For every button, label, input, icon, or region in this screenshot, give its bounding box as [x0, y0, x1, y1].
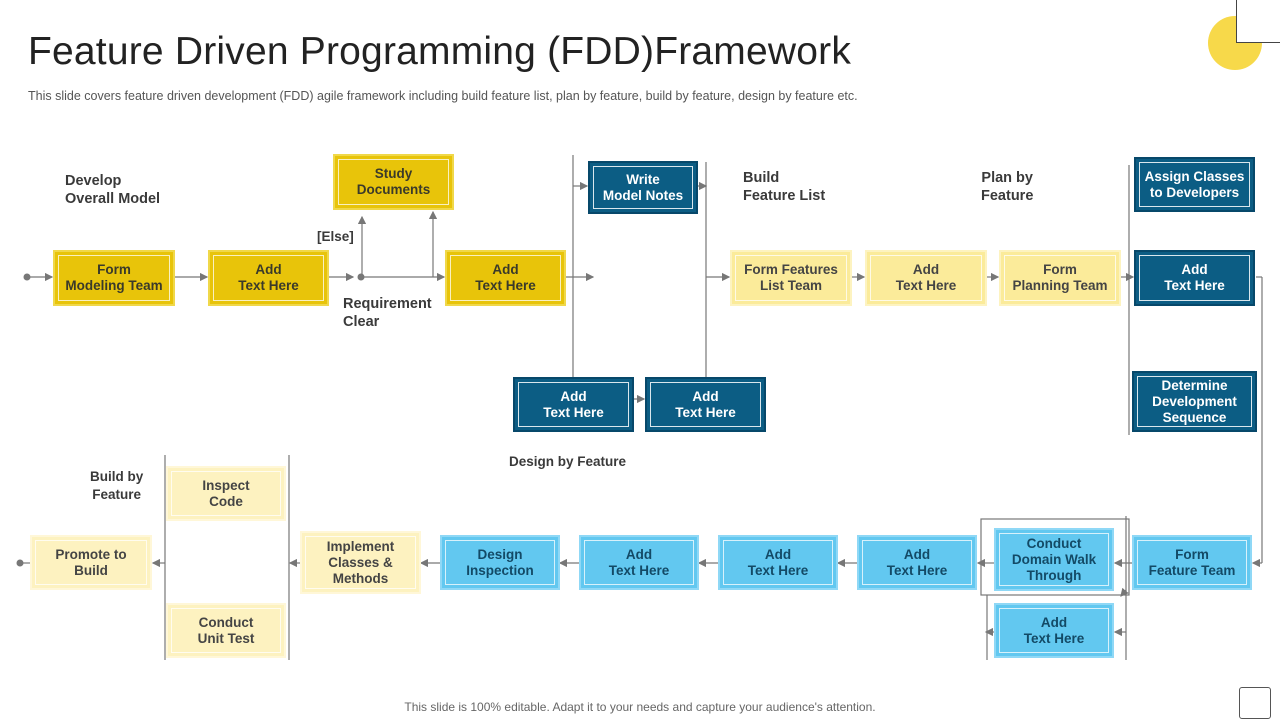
box-design-inspection: Design Inspection — [440, 535, 560, 590]
slide-title: Feature Driven Programming (FDD)Framewor… — [28, 30, 852, 73]
box-promote-to-build: Promote to Build — [30, 535, 152, 590]
box-add-text-navy-2: Add Text Here — [645, 377, 766, 432]
box-add-text-2: Add Text Here — [445, 250, 566, 306]
label-build-feature-list: Build Feature List — [743, 170, 826, 204]
label-requirement-clear: Requirement Clear — [343, 296, 432, 330]
box-add-text-sky-3: Add Text Here — [718, 535, 838, 590]
label-develop-overall-model: Develop Overall Model — [65, 173, 161, 207]
box-add-text-3: Add Text Here — [865, 250, 987, 306]
box-add-text-sky-4: Add Text Here — [579, 535, 699, 590]
box-study-documents: Study Documents — [333, 154, 454, 210]
box-write-model-notes: Write Model Notes — [588, 161, 698, 214]
box-form-modeling-team: Form Modeling Team — [53, 250, 175, 306]
box-form-features-list-team: Form Features List Team — [730, 250, 852, 306]
box-implement-classes: Implement Classes & Methods — [300, 531, 421, 594]
label-else: [Else] — [317, 229, 354, 244]
box-add-text-navy-1: Add Text Here — [513, 377, 634, 432]
box-add-text-1: Add Text Here — [208, 250, 329, 306]
decorative-corner-frame — [1236, 0, 1280, 43]
slide-footer: This slide is 100% editable. Adapt it to… — [404, 700, 876, 714]
box-form-planning-team: Form Planning Team — [999, 250, 1121, 306]
box-conduct-unit-test: Conduct Unit Test — [166, 603, 286, 658]
box-determine-sequence: Determine Development Sequence — [1132, 371, 1257, 432]
box-assign-classes: Assign Classes to Developers — [1134, 157, 1255, 212]
box-add-text-sky-1: Add Text Here — [994, 603, 1114, 658]
label-plan-by-feature: Plan by Feature — [981, 170, 1034, 204]
box-conduct-domain-walk: Conduct Domain Walk Through — [994, 528, 1114, 591]
label-design-by-feature: Design by Feature — [509, 454, 627, 469]
slide-subtitle: This slide covers feature driven develop… — [28, 89, 858, 103]
box-add-text-navy-3: Add Text Here — [1134, 250, 1255, 306]
label-build-by-feature: Build by Feature — [90, 469, 144, 502]
box-inspect-code: Inspect Code — [166, 466, 286, 521]
box-add-text-sky-2: Add Text Here — [857, 535, 977, 590]
decorative-square — [1239, 687, 1271, 719]
box-form-feature-team: Form Feature Team — [1132, 535, 1252, 590]
